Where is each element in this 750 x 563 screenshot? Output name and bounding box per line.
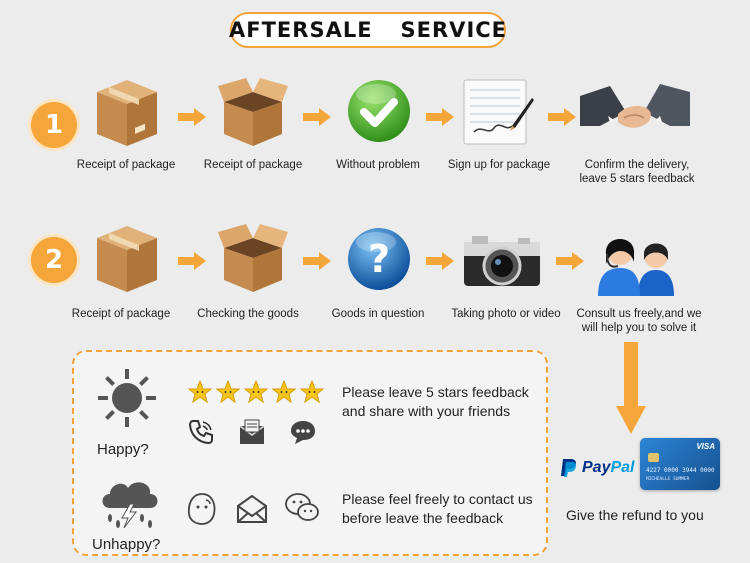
- row2-step5-label: Consult us freely,and we will help you t…: [567, 307, 711, 335]
- page-title: AFTERSALE SERVICE: [229, 12, 508, 48]
- arrow-right-icon: [303, 252, 331, 270]
- arrow-down-icon: [616, 342, 646, 434]
- row2-step2-label: Checking the goods: [197, 308, 299, 320]
- unhappy-line2: before leave the feedback: [342, 510, 504, 526]
- paypal-text-pal: Pal: [610, 459, 635, 476]
- arrow-right-icon: [426, 108, 454, 126]
- star-icon: [272, 380, 296, 404]
- rain-cloud-icon: [102, 482, 158, 529]
- handshake-icon: [580, 82, 690, 144]
- row2-step3-label: Goods in question: [331, 308, 425, 320]
- row1-step3-label: Without problem: [336, 159, 420, 171]
- title-word-2: SERVICE: [400, 18, 508, 42]
- svg-text:?: ?: [368, 237, 390, 281]
- unhappy-message: Please feel freely to contact us before …: [342, 490, 533, 528]
- happy-line2: and share with your friends: [342, 403, 511, 419]
- step-number-1: 1: [31, 102, 77, 148]
- chat-bubble-icon: [291, 421, 315, 444]
- open-box-icon: [218, 76, 288, 148]
- arrow-right-icon: [178, 252, 206, 270]
- paypal-p-icon: [561, 459, 576, 477]
- row1-step2-label: Receipt of package: [203, 159, 303, 171]
- row2-step4-label: Taking photo or video: [451, 308, 561, 320]
- unhappy-label: Unhappy?: [92, 536, 161, 553]
- happy-label: Happy?: [97, 441, 149, 458]
- row2-step1-label: Receipt of package: [71, 308, 171, 320]
- row1-step5-line1: Confirm the delivery,: [584, 159, 690, 171]
- refund-label: Give the refund to you: [566, 507, 704, 523]
- row1-step1-label: Receipt of package: [76, 159, 176, 171]
- qq-contact-icon: [187, 493, 216, 525]
- mail-icon: [239, 419, 265, 444]
- open-envelope-icon: [237, 494, 267, 523]
- sun-icon: [98, 369, 156, 427]
- card-number: 4227 0000 3944 0000: [646, 467, 715, 474]
- happy-message: Please leave 5 stars feedback and share …: [342, 383, 529, 421]
- title-word-1: AFTERSALE: [229, 18, 373, 42]
- closed-box-icon: [95, 222, 159, 294]
- arrow-right-icon: [303, 108, 331, 126]
- row1-step5-label: Confirm the delivery, leave 5 stars feed…: [572, 158, 702, 186]
- row2-step5-line2: will help you to solve it: [581, 322, 697, 334]
- camera-icon: [462, 232, 542, 288]
- arrow-right-icon: [548, 108, 576, 126]
- star-icon: [188, 380, 212, 404]
- card-holder: MICHEALLE SUMMER: [646, 477, 690, 482]
- unhappy-line1: Please feel freely to contact us: [342, 491, 533, 507]
- visa-card: VISA 4227 0000 3944 0000 MICHEALLE SUMME…: [640, 438, 720, 490]
- card-brand: VISA: [696, 442, 715, 451]
- happy-line1: Please leave 5 stars feedback: [342, 384, 529, 400]
- row1-step5-line2: leave 5 stars feedback: [579, 173, 695, 185]
- support-agents-icon: [598, 224, 674, 296]
- arrow-right-icon: [556, 252, 584, 270]
- card-chip-icon: [648, 453, 659, 462]
- phone-icon: [188, 420, 213, 445]
- star-icon: [244, 380, 268, 404]
- row2-step5-line1: Consult us freely,and we: [576, 308, 702, 320]
- wechat-icon: [285, 493, 319, 521]
- green-check-icon: [346, 78, 412, 144]
- row1-step4-label: Sign up for package: [447, 159, 551, 171]
- arrow-right-icon: [178, 108, 206, 126]
- star-rating: [188, 380, 324, 404]
- step-number-2: 2: [31, 237, 77, 283]
- star-icon: [216, 380, 240, 404]
- star-icon: [300, 380, 324, 404]
- paypal-text-pay: Pay: [582, 459, 611, 476]
- closed-box-icon: [95, 76, 159, 148]
- question-mark-icon: ?: [346, 226, 412, 292]
- signature-pen-icon: [462, 78, 534, 146]
- open-box-icon: [218, 222, 288, 294]
- arrow-right-icon: [426, 252, 454, 270]
